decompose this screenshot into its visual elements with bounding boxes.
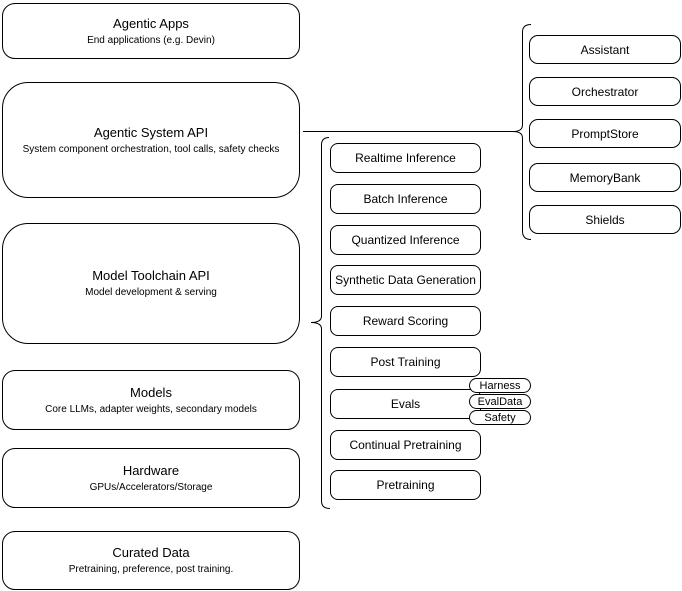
- node-batch-inference: Batch Inference: [330, 184, 481, 214]
- node-realtime-inference: Realtime Inference: [330, 143, 481, 173]
- node-label: Evals: [390, 397, 421, 411]
- node-models: Models Core LLMs, adapter weights, secon…: [2, 370, 300, 430]
- node-synthetic-data-generation: Synthetic Data Generation: [330, 265, 481, 295]
- node-subtitle: Model development & serving: [85, 287, 217, 298]
- node-agentic-apps: Agentic Apps End applications (e.g. Devi…: [2, 3, 300, 59]
- node-agentic-system-api: Agentic System API System component orch…: [2, 82, 300, 198]
- tag-evaldata: EvalData: [469, 394, 531, 409]
- node-label: Assistant: [580, 42, 630, 57]
- node-memorybank: MemoryBank: [529, 163, 681, 192]
- node-pretraining: Pretraining: [330, 470, 481, 500]
- tag-safety: Safety: [469, 410, 531, 425]
- node-subtitle: End applications (e.g. Devin): [87, 34, 215, 46]
- node-hardware: Hardware GPUs/Accelerators/Storage: [2, 448, 300, 508]
- node-label: Quantized Inference: [351, 233, 460, 247]
- node-label: PromptStore: [571, 126, 639, 141]
- node-label: Orchestrator: [571, 84, 639, 99]
- node-assistant: Assistant: [529, 35, 681, 64]
- brace-toolchain: [310, 137, 331, 509]
- node-subtitle: System component orchestration, tool cal…: [22, 143, 280, 155]
- node-title: Agentic Apps: [113, 15, 189, 31]
- node-reward-scoring: Reward Scoring: [330, 306, 481, 336]
- node-title: Models: [130, 384, 172, 400]
- node-curated-data: Curated Data Pretraining, preference, po…: [2, 531, 300, 590]
- node-title: Curated Data: [112, 545, 190, 560]
- node-label: Shields: [585, 212, 625, 227]
- node-title: Model Toolchain API: [92, 268, 210, 283]
- node-label: Continual Pretraining: [349, 438, 462, 452]
- node-continual-pretraining: Continual Pretraining: [330, 430, 481, 460]
- node-quantized-inference: Quantized Inference: [330, 225, 481, 255]
- tag-label: EvalData: [477, 395, 523, 408]
- node-label: Synthetic Data Generation: [335, 273, 476, 287]
- node-label: Reward Scoring: [362, 314, 449, 328]
- node-shields: Shields: [529, 205, 681, 234]
- node-title: Hardware: [122, 462, 180, 478]
- node-subtitle: Core LLMs, adapter weights, secondary mo…: [45, 403, 257, 415]
- node-label: MemoryBank: [569, 170, 641, 185]
- node-promptstore: PromptStore: [529, 119, 681, 148]
- tag-label: Harness: [479, 379, 521, 392]
- node-orchestrator: Orchestrator: [529, 77, 681, 106]
- node-label: Post Training: [370, 355, 441, 369]
- tag-harness: Harness: [469, 378, 531, 393]
- node-label: Realtime Inference: [355, 151, 456, 165]
- node-post-training: Post Training: [330, 347, 481, 377]
- tag-label: Safety: [484, 411, 516, 424]
- node-subtitle: GPUs/Accelerators/Storage: [89, 481, 213, 493]
- node-label: Pretraining: [376, 478, 435, 492]
- node-title: Agentic System API: [93, 124, 209, 140]
- node-model-toolchain-api: Model Toolchain API Model development & …: [2, 223, 300, 344]
- node-subtitle: Pretraining, preference, post training.: [68, 564, 234, 575]
- node-label: Batch Inference: [363, 192, 448, 206]
- node-evals: Evals: [330, 389, 481, 419]
